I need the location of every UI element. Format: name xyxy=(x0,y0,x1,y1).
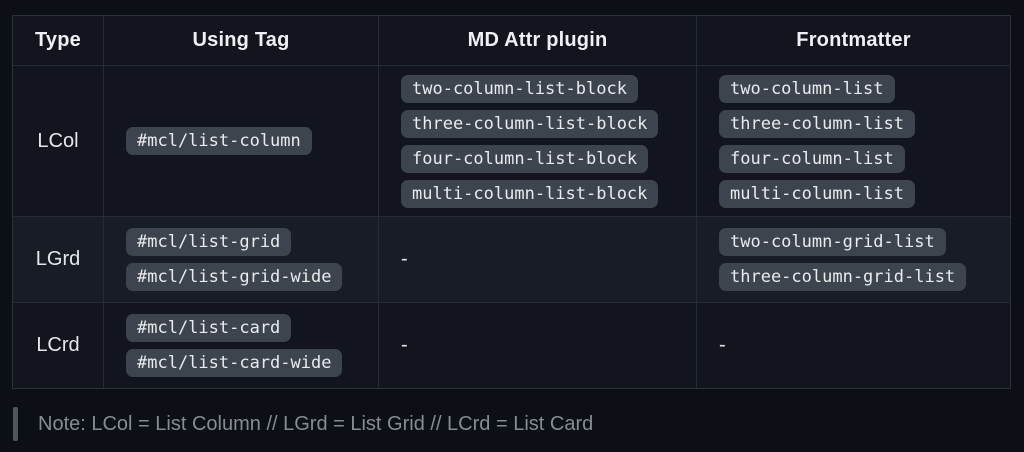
cell-lcrd-frontmatter: - xyxy=(697,303,1010,388)
code-pill: three-column-grid-list xyxy=(719,263,967,291)
code-pill: two-column-list xyxy=(719,74,895,103)
cell-lcol-tags: #mcl/list-column xyxy=(104,66,379,217)
header-cell-using-tag: Using Tag xyxy=(104,16,379,66)
blockquote-bar xyxy=(13,407,18,441)
code-pill: two-column-grid-list xyxy=(719,228,946,256)
row-label-lgrd: LGrd xyxy=(13,217,104,303)
code-pill: four-column-list-block xyxy=(401,144,649,173)
cell-lcrd-tags: #mcl/list-card #mcl/list-card-wide xyxy=(104,303,379,388)
code-pill: four-column-list xyxy=(719,144,905,173)
row-label-lcol: LCol xyxy=(13,66,104,217)
header-cell-frontmatter: Frontmatter xyxy=(697,16,1010,66)
code-pill: #mcl/list-grid-wide xyxy=(126,263,343,291)
cell-lgrd-tags: #mcl/list-grid #mcl/list-grid-wide xyxy=(104,217,379,303)
cell-lgrd-md-attr: - xyxy=(379,217,697,303)
code-pill: three-column-list-block xyxy=(401,109,659,138)
row-label-lcrd: LCrd xyxy=(13,303,104,388)
cell-lgrd-frontmatter: two-column-grid-list three-column-grid-li… xyxy=(697,217,1010,303)
header-cell-type: Type xyxy=(13,16,104,66)
code-pill: #mcl/list-column xyxy=(126,127,312,155)
cell-lcol-md-attr: two-column-list-block three-column-list-b… xyxy=(379,66,697,217)
note-text: Note: LCol = List Column // LGrd = List … xyxy=(38,412,594,435)
mcl-reference-table: Type Using Tag MD Attr plugin Frontmatte… xyxy=(12,15,1011,389)
code-pill: multi-column-list xyxy=(719,179,915,208)
code-pill: #mcl/list-card-wide xyxy=(126,349,343,377)
cell-lcol-frontmatter: two-column-list three-column-list four-col… xyxy=(697,66,1010,217)
code-pill: #mcl/list-grid xyxy=(126,228,292,256)
cell-lcrd-md-attr: - xyxy=(379,303,697,388)
code-pill: #mcl/list-card xyxy=(126,314,292,342)
code-pill: two-column-list-block xyxy=(401,74,638,103)
note-blockquote: Note: LCol = List Column // LGrd = List … xyxy=(13,406,593,442)
header-cell-md-attr-plugin: MD Attr plugin xyxy=(379,16,697,66)
code-pill: three-column-list xyxy=(719,109,915,138)
code-pill: multi-column-list-block xyxy=(401,179,659,208)
